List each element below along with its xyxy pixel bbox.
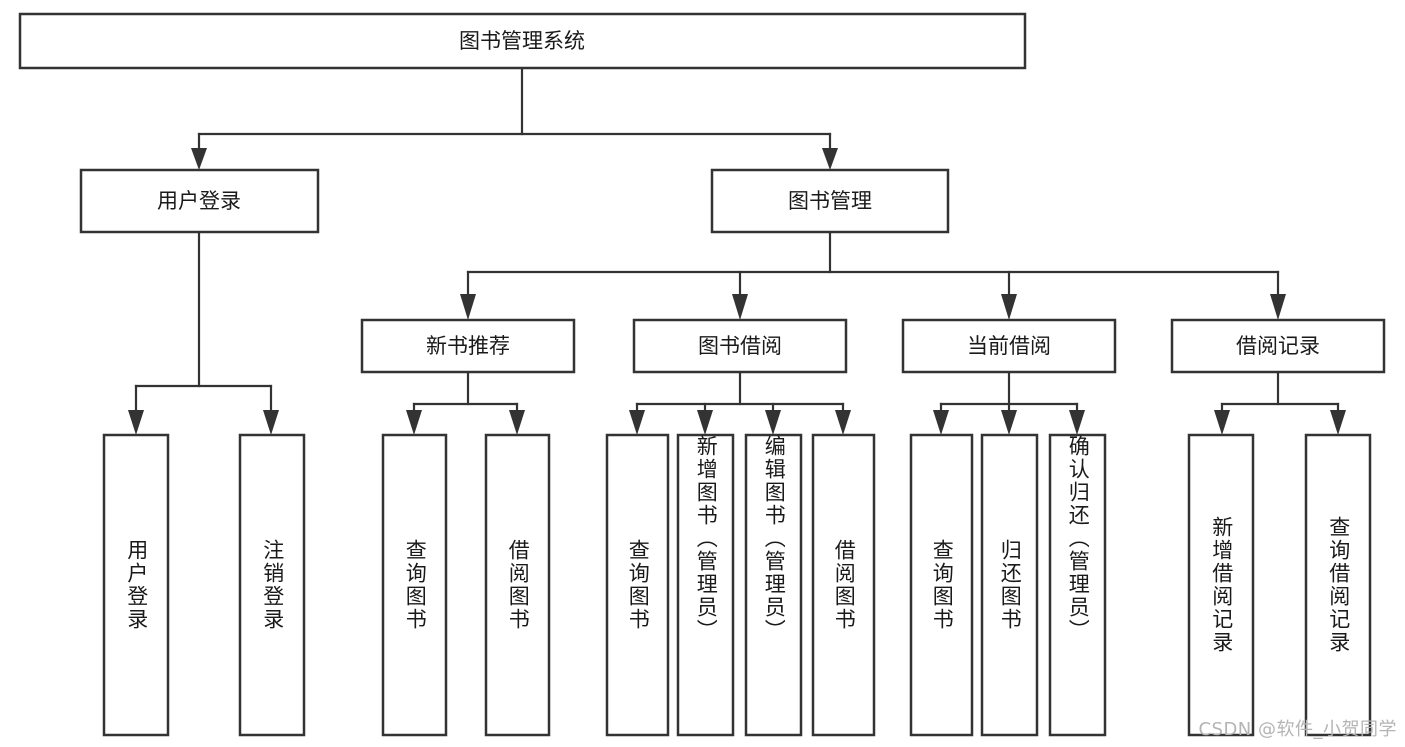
arrow-user-login-leaf-2	[263, 410, 279, 435]
arrow-to-borrow-record	[1270, 294, 1286, 320]
leaf-box-user-login-2[interactable]	[238, 433, 306, 737]
leaf-box-current-borrow-1[interactable]	[909, 433, 974, 737]
leaf-box-borrow-record-1[interactable]	[1187, 433, 1255, 737]
arrow-to-book-borrow	[732, 294, 748, 320]
node-root-book-management-system[interactable]	[18, 12, 1027, 70]
leaf-box-book-borrow-4[interactable]	[811, 433, 876, 737]
leaf-box-book-borrow-2[interactable]	[676, 433, 735, 737]
arrow-new-book-leaf-2	[509, 410, 525, 435]
node-root-label: 图书管理系统	[459, 29, 585, 53]
node-layer: 图书管理系统 用户登录 图书管理 新书推荐 图书借阅 当前借阅 借阅记录	[18, 12, 1386, 737]
leaf-box-book-borrow-3[interactable]	[744, 433, 803, 737]
arrow-to-book-manage	[822, 148, 838, 170]
leaf-box-book-borrow-1[interactable]	[605, 433, 670, 737]
node-book-management-label: 图书管理	[788, 189, 872, 213]
arrow-current-borrow-leaf-3	[1069, 410, 1085, 435]
node-book-borrow-label: 图书借阅	[698, 334, 782, 358]
arrow-borrow-record-leaf-1	[1214, 410, 1230, 435]
node-current-borrow[interactable]	[901, 318, 1117, 374]
leaf-box-new-book-2[interactable]	[484, 433, 551, 737]
node-current-borrow-label: 当前借阅	[967, 334, 1051, 358]
node-book-management[interactable]	[710, 168, 950, 234]
leaf-box-current-borrow-3[interactable]	[1048, 433, 1107, 737]
arrow-book-borrow-leaf-3	[765, 410, 781, 435]
node-user-login[interactable]	[79, 168, 320, 234]
arrow-borrow-record-leaf-2	[1330, 410, 1346, 435]
leaf-box-current-borrow-2[interactable]	[980, 433, 1039, 737]
arrow-new-book-leaf-1	[406, 410, 422, 435]
leaf-box-borrow-record-2[interactable]	[1304, 433, 1372, 737]
arrow-book-borrow-leaf-2	[697, 410, 713, 435]
node-user-login-label: 用户登录	[157, 189, 241, 213]
csdn-watermark: CSDN @软件_小贺同学	[1198, 719, 1397, 740]
leaf-box-user-login-1[interactable]	[102, 433, 170, 737]
node-new-book-recommend[interactable]	[360, 318, 576, 374]
arrow-book-borrow-leaf-4	[835, 410, 851, 435]
arrow-book-borrow-leaf-1	[629, 410, 645, 435]
arrow-to-new-book	[460, 294, 476, 320]
arrow-user-login-leaf-1	[128, 410, 144, 435]
arrow-to-user-login	[191, 148, 207, 170]
arrow-current-borrow-leaf-2	[1001, 410, 1017, 435]
arrow-current-borrow-leaf-1	[933, 410, 949, 435]
connector-layer	[128, 66, 1346, 435]
node-new-book-recommend-label: 新书推荐	[426, 334, 510, 358]
leaf-box-new-book-1[interactable]	[381, 433, 448, 737]
node-borrow-record[interactable]	[1170, 318, 1386, 374]
node-borrow-record-label: 借阅记录	[1236, 334, 1320, 358]
node-book-borrow[interactable]	[632, 318, 848, 374]
arrow-to-current-borrow	[1001, 294, 1017, 320]
